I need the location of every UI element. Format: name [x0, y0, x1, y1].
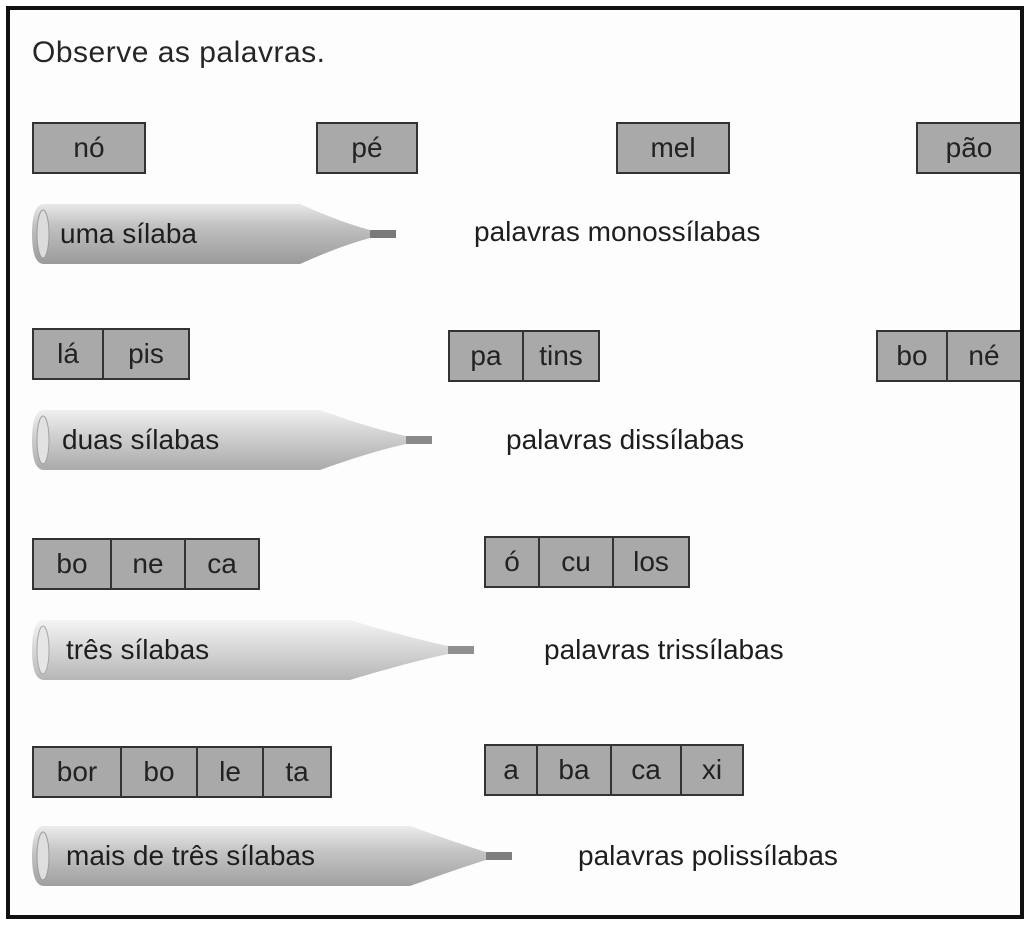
syllable: pis: [104, 330, 188, 378]
syllable: los: [614, 538, 688, 586]
classification-label: palavras dissílabas: [506, 424, 745, 455]
pencil-icon: [32, 826, 512, 886]
word-mel: mel: [616, 122, 730, 174]
word-boneca: bo ne ca: [32, 538, 260, 590]
classification-label: palavras monossílabas: [474, 216, 761, 247]
syllable: mel: [618, 124, 728, 172]
syllable: cu: [540, 538, 614, 586]
classification-label: palavras trissílabas: [544, 634, 784, 665]
syllable: lá: [34, 330, 104, 378]
syllable: bo: [122, 748, 198, 796]
word-patins: pa tins: [448, 330, 600, 382]
syllable: xi: [682, 746, 742, 794]
word-borboleta: bor bo le ta: [32, 746, 332, 798]
syllable: nó: [34, 124, 144, 172]
syllable: ca: [186, 540, 258, 588]
syllable: pé: [318, 124, 416, 172]
pencil-icon: [32, 620, 474, 680]
word-no: nó: [32, 122, 146, 174]
syllable: ó: [486, 538, 540, 586]
syllable: le: [198, 748, 264, 796]
syllable: bo: [34, 540, 112, 588]
syllable: bo: [878, 332, 948, 380]
pencil-two-syllables: duas sílabas: [30, 408, 440, 472]
pencil-label: uma sílaba: [60, 218, 197, 249]
exercise-card: Observe as palavras. nó pé mel pão uma s…: [6, 6, 1024, 919]
syllable: né: [948, 332, 1020, 380]
pencil-label: três sílabas: [66, 634, 210, 665]
syllable: ca: [612, 746, 682, 794]
word-oculos: ó cu los: [484, 536, 690, 588]
syllable: a: [486, 746, 538, 794]
syllable: ba: [538, 746, 612, 794]
pencil-label: mais de três sílabas: [66, 840, 315, 871]
syllable: ta: [264, 748, 330, 796]
pencil-one-syllable: uma sílaba: [30, 202, 410, 266]
syllable: pão: [918, 124, 1020, 172]
word-pe: pé: [316, 122, 418, 174]
pencil-more-syllables: mais de três sílabas: [30, 824, 520, 888]
classification-label: palavras polissílabas: [578, 840, 838, 871]
word-bone: bo né: [876, 330, 1020, 382]
instruction-text: Observe as palavras.: [32, 36, 326, 69]
syllable: ne: [112, 540, 186, 588]
word-pao: pão: [916, 122, 1020, 174]
pencil-three-syllables: três sílabas: [30, 618, 480, 682]
pencil-label: duas sílabas: [62, 424, 220, 455]
pencil-icon: [32, 204, 396, 264]
word-abacaxi: a ba ca xi: [484, 744, 744, 796]
syllable: tins: [524, 332, 598, 380]
syllable: bor: [34, 748, 122, 796]
word-lapis: lá pis: [32, 328, 190, 380]
syllable: pa: [450, 332, 524, 380]
pencil-icon: [32, 410, 432, 470]
